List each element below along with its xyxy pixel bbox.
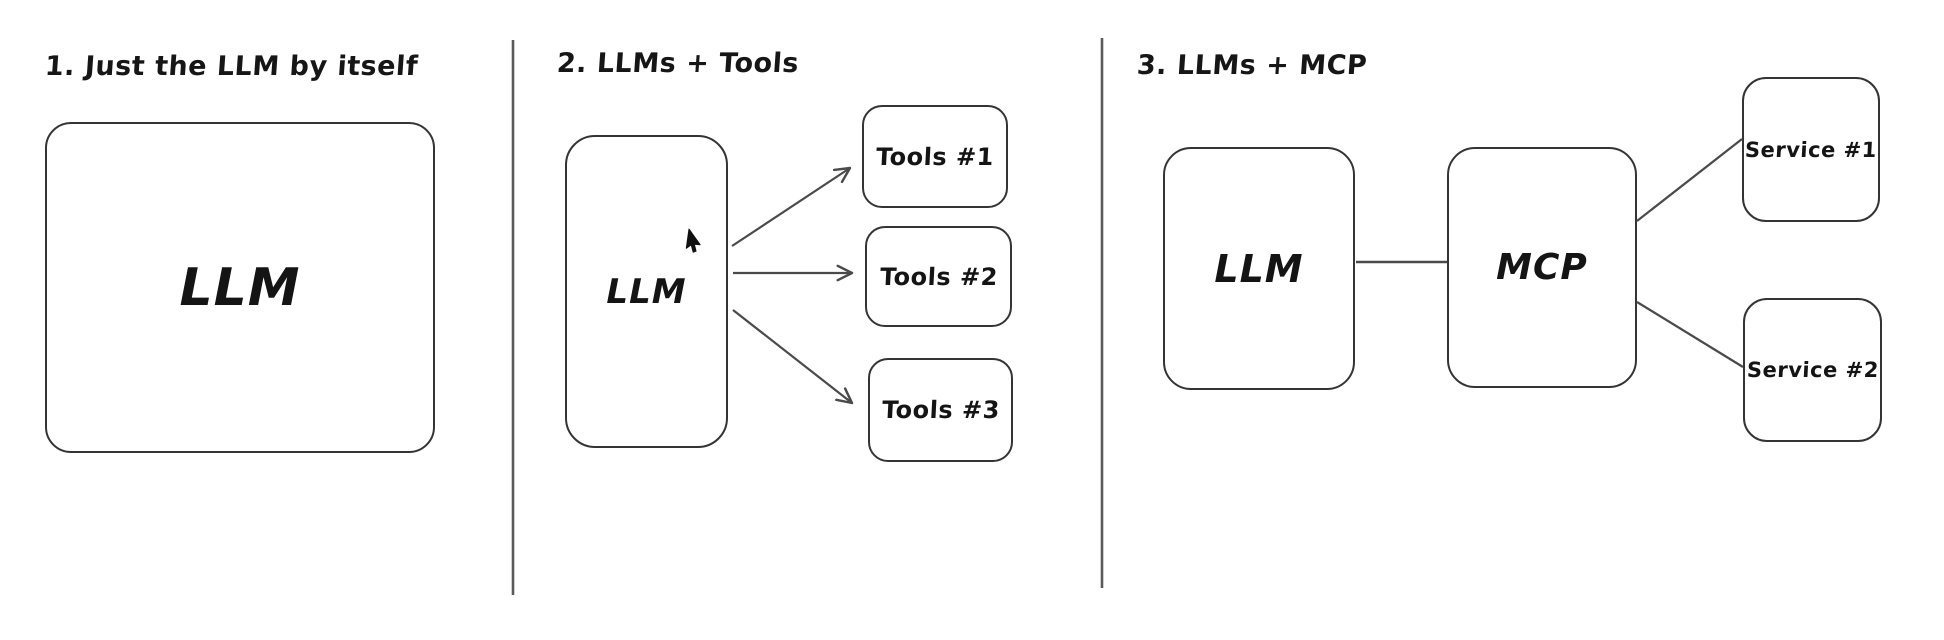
- panel-2-llm-label: LLM: [606, 271, 687, 312]
- mcp-label: MCP: [1496, 247, 1588, 288]
- panel-2-llm-box[interactable]: LLM: [565, 135, 728, 448]
- panel-2-title: 2. LLMs + Tools: [555, 48, 801, 79]
- panel-1-llm-box[interactable]: LLM: [45, 122, 435, 453]
- arrow-llm-to-tools-1: [731, 166, 852, 247]
- panel-1-llm-label: LLM: [179, 257, 301, 318]
- tools-1-label: Tools #1: [875, 142, 995, 171]
- tools-2-label: Tools #2: [878, 262, 999, 291]
- panel-3-llm-label: LLM: [1214, 246, 1304, 291]
- connector-mcp-to-service-1: [1636, 138, 1743, 222]
- connector-mcp-to-service-2: [1636, 301, 1744, 368]
- service-2-box[interactable]: Service #2: [1743, 298, 1882, 442]
- service-1-box[interactable]: Service #1: [1742, 77, 1880, 222]
- panel-3-llm-box[interactable]: LLM: [1163, 147, 1355, 390]
- tools-1-box[interactable]: Tools #1: [862, 105, 1008, 208]
- mcp-box[interactable]: MCP: [1447, 147, 1637, 388]
- tools-3-label: Tools #3: [880, 396, 1001, 424]
- panel-3-title: 3. LLMs + MCP: [1135, 50, 1369, 81]
- tools-3-box[interactable]: Tools #3: [868, 358, 1013, 462]
- service-2-label: Service #2: [1745, 358, 1880, 382]
- tools-2-box[interactable]: Tools #2: [865, 226, 1012, 327]
- panel-1-title: 1. Just the LLM by itself: [43, 51, 420, 82]
- arrow-llm-to-tools-3: [732, 309, 854, 405]
- service-1-label: Service #1: [1744, 137, 1878, 162]
